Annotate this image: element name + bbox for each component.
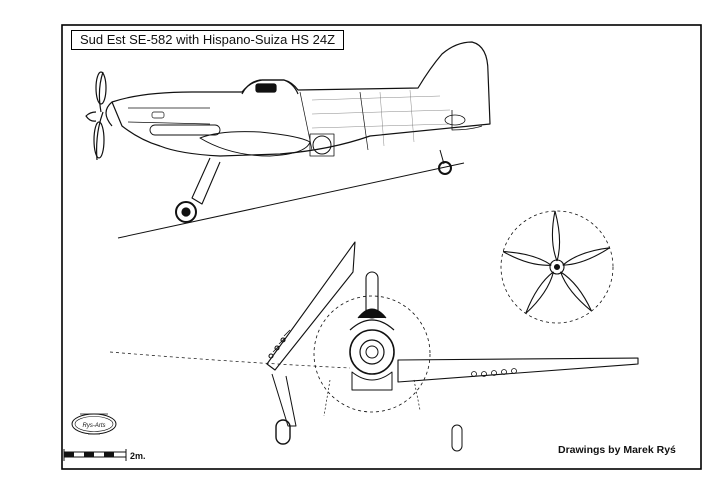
ground-line	[117, 162, 465, 239]
propeller-view	[500, 210, 614, 324]
front-canopy	[357, 308, 387, 319]
logo-text: Rys-Arts	[83, 423, 106, 429]
prop-disc	[500, 210, 614, 324]
logo: Rys-Arts	[71, 413, 117, 435]
front-left-wing-dashed	[109, 351, 351, 369]
front-fin	[365, 271, 379, 319]
scale-label: 2m.	[130, 451, 146, 461]
front-right-wing	[397, 357, 639, 383]
front-left-wing	[266, 241, 356, 371]
front-view	[109, 241, 639, 452]
side-tail-wheel	[438, 161, 452, 175]
sheet-border	[61, 24, 702, 470]
side-view	[85, 41, 491, 239]
drawing-credit: Drawings by Marek Ryś	[558, 444, 676, 456]
front-prop-disc	[313, 295, 431, 413]
front-right-gear	[451, 424, 463, 452]
side-roundel	[312, 135, 332, 155]
drawing-title: Sud Est SE-582 with Hispano-Suiza HS 24Z	[71, 30, 345, 50]
side-main-wheel	[175, 201, 197, 223]
side-spinner	[105, 101, 113, 127]
side-canopy	[241, 79, 299, 95]
front-left-gear	[271, 373, 297, 427]
side-rudder	[451, 110, 483, 131]
front-cowling	[349, 329, 395, 375]
scale-bar	[63, 449, 127, 461]
side-main-gear	[191, 157, 221, 205]
